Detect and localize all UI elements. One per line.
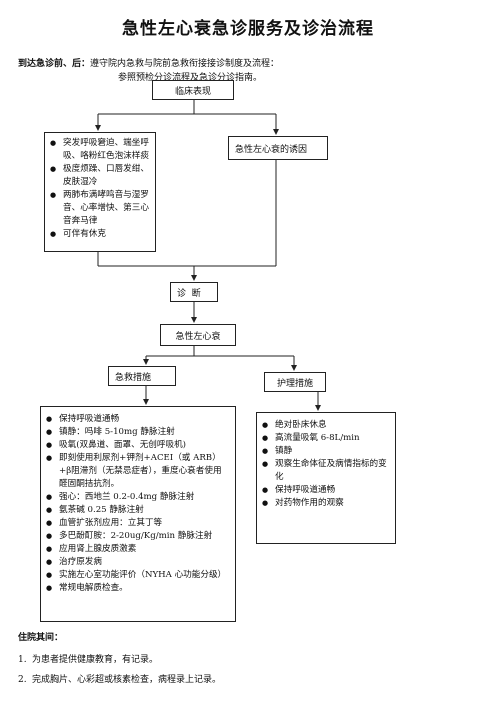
emergency-item: 吸氧(双鼻道、面罩、无创呼吸机) <box>41 439 229 452</box>
symptoms-box: 突发呼吸窘迫、端坐呼吸、咯粉红色泡沫样痰 极度烦躁、口唇发绀、皮肤湿冷 两肺布满… <box>44 132 156 252</box>
nursing-item: 观察生命体征及病情指标的变化 <box>257 458 389 484</box>
emergency-item: 氨茶碱 0.25 静脉注射 <box>41 504 229 517</box>
hospitalization-item: 1. 为患者提供健康教育，有记录。 <box>18 652 158 665</box>
item-text: 为患者提供健康教育，有记录。 <box>32 655 159 665</box>
emergency-item: 强心：西地兰 0.2-0.4mg 静脉注射 <box>41 491 229 504</box>
diagnosis-box: 诊 断 <box>170 282 218 302</box>
symptom-item: 突发呼吸窘迫、端坐呼吸、咯粉红色泡沫样痰 <box>45 137 151 163</box>
hospitalization-label: 住院其间： <box>18 633 64 643</box>
emergency-measures-list: 保持呼吸道通畅 镇静：吗啡 5-10mg 静脉注射 吸氧(双鼻道、面罩、无创呼吸… <box>40 406 236 622</box>
symptom-item: 可伴有休克 <box>45 228 151 241</box>
hospitalization-item: 2. 完成胸片、心彩超或核素检查，病程录上记录。 <box>18 672 221 685</box>
symptom-item: 极度烦躁、口唇发绀、皮肤湿冷 <box>45 163 151 189</box>
emergency-item: 即刻使用利尿剂+钾剂+ACEI（或 ARB）+β阻滞剂（无禁忌症者），重度心衰者… <box>41 452 229 491</box>
cause-label: 急性左心衰的诱因 <box>235 144 308 155</box>
nursing-measures-box: 护理措施 <box>264 372 326 392</box>
pre-hospital-label: 到达急诊前、后： <box>18 59 91 69</box>
cause-box: 急性左心衰的诱因 <box>228 136 328 160</box>
emergency-item: 治疗原发病 <box>41 556 229 569</box>
clinical-manifestation-label: 临床表现 <box>174 86 211 97</box>
emergency-item: 保持呼吸道通畅 <box>41 413 229 426</box>
item-text: 完成胸片、心彩超或核素检查，病程录上记录。 <box>32 675 222 685</box>
nursing-item: 绝对卧床休息 <box>257 419 389 432</box>
emergency-measures-box: 急救措施 <box>108 366 176 386</box>
symptom-item: 两肺布满哮鸣音与湿罗音、心率增快、第三心音奔马律 <box>45 189 151 228</box>
clinical-manifestation-box: 临床表现 <box>152 80 234 100</box>
acute-heart-failure-box: 急性左心衰 <box>160 324 236 346</box>
emergency-item: 镇静：吗啡 5-10mg 静脉注射 <box>41 426 229 439</box>
nursing-measures-list: 绝对卧床休息 高流量吸氧 6-8L/min 镇静 观察生命体征及病情指标的变化 … <box>256 412 396 544</box>
pre-hospital-line-1: 遵守院内急救与院前急救衔接接诊制度及流程： <box>90 59 280 69</box>
nursing-item: 对药物作用的观察 <box>257 497 389 510</box>
emergency-item: 常规电解质检查。 <box>41 582 229 595</box>
nursing-measures-label: 护理措施 <box>276 378 313 389</box>
emergency-item: 血管扩张剂应用：立其丁等 <box>41 517 229 530</box>
nursing-item: 镇静 <box>257 445 389 458</box>
page-title: 急性左心衰急诊服务及诊治流程 <box>122 19 374 39</box>
emergency-item: 多巴酚酊胺：2-20ug/Kg/min 静脉注射 <box>41 530 229 543</box>
emergency-item: 应用肾上腺皮质激素 <box>41 543 229 556</box>
diagnosis-label: 诊 断 <box>177 288 201 299</box>
emergency-item: 实施左心室功能评价（NYHA 心功能分级） <box>41 569 229 582</box>
item-number: 1. <box>18 655 27 665</box>
nursing-item: 保持呼吸道通畅 <box>257 484 389 497</box>
pre-hospital-line-2: 参照预检分诊流程及急诊分诊指南。 <box>118 73 263 83</box>
item-number: 2. <box>18 675 27 685</box>
acute-heart-failure-label: 急性左心衰 <box>175 331 221 342</box>
emergency-measures-label: 急救措施 <box>115 372 152 383</box>
nursing-item: 高流量吸氧 6-8L/min <box>257 432 389 445</box>
